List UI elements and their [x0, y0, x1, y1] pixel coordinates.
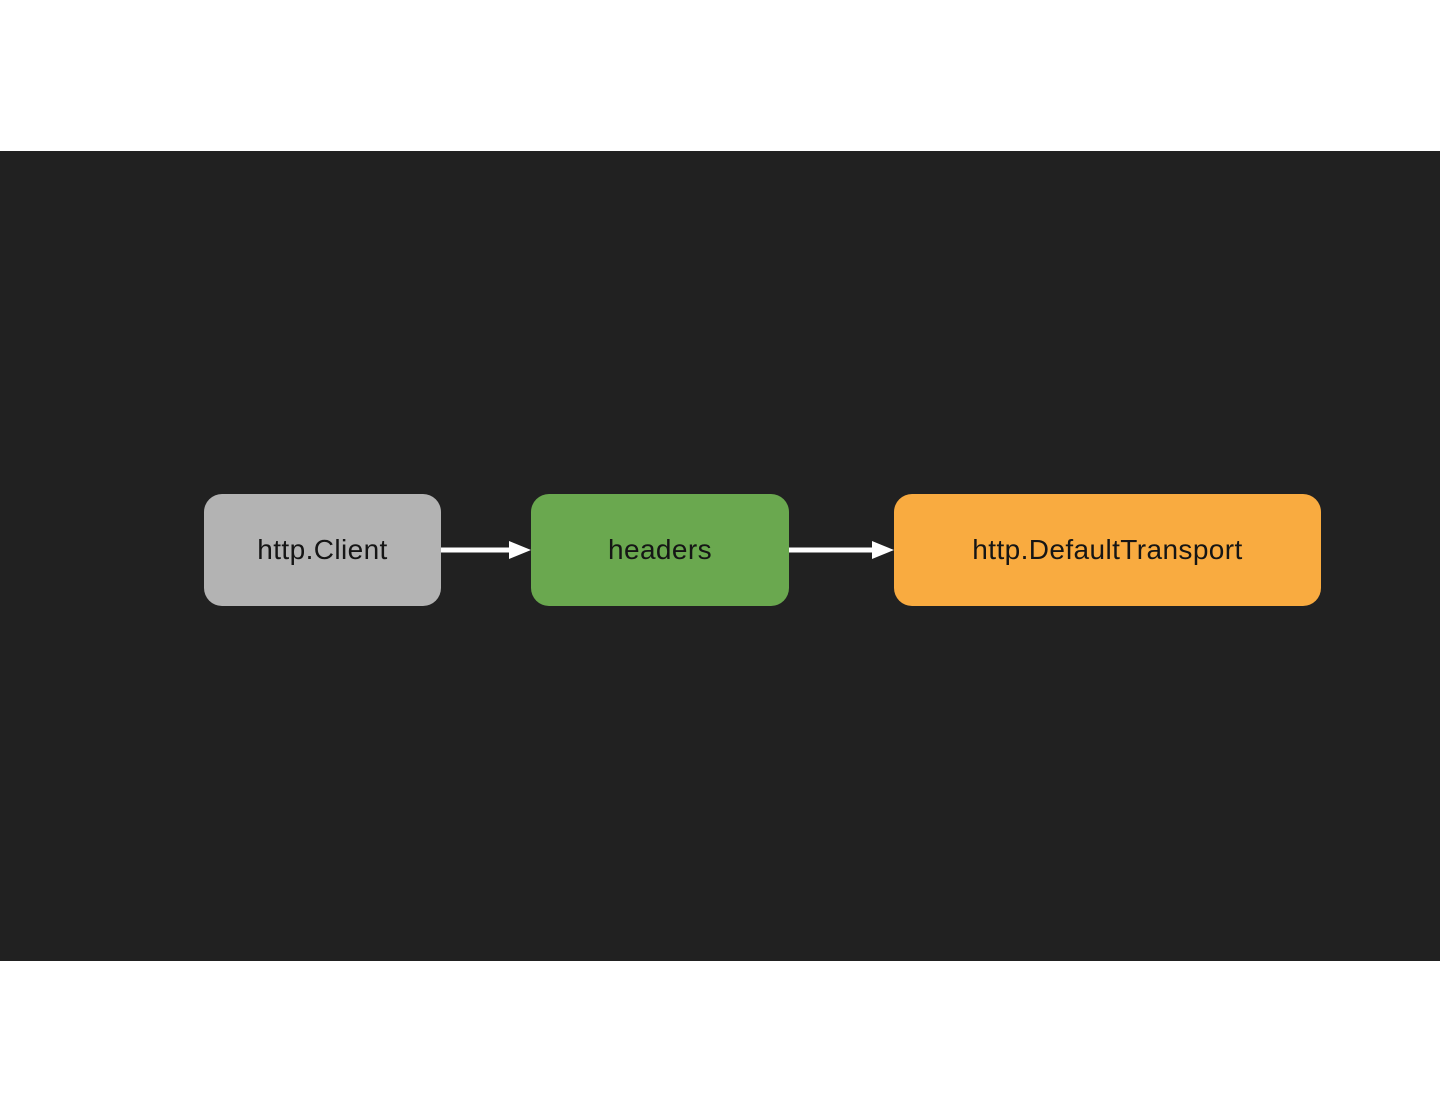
node-http-client: http.Client	[204, 494, 441, 606]
arrow-client-to-headers	[441, 541, 531, 559]
slide-canvas: http.Client headers http.DefaultTranspor…	[0, 151, 1440, 961]
node-http-client-label: http.Client	[257, 534, 388, 565]
node-http-default-transport: http.DefaultTransport	[894, 494, 1321, 606]
node-http-default-transport-label: http.DefaultTransport	[972, 534, 1243, 565]
letterbox-top	[0, 0, 1440, 151]
node-headers-label: headers	[608, 534, 712, 565]
letterbox-bottom	[0, 961, 1440, 1113]
arrow-headers-to-transport	[789, 541, 894, 559]
node-headers: headers	[531, 494, 789, 606]
